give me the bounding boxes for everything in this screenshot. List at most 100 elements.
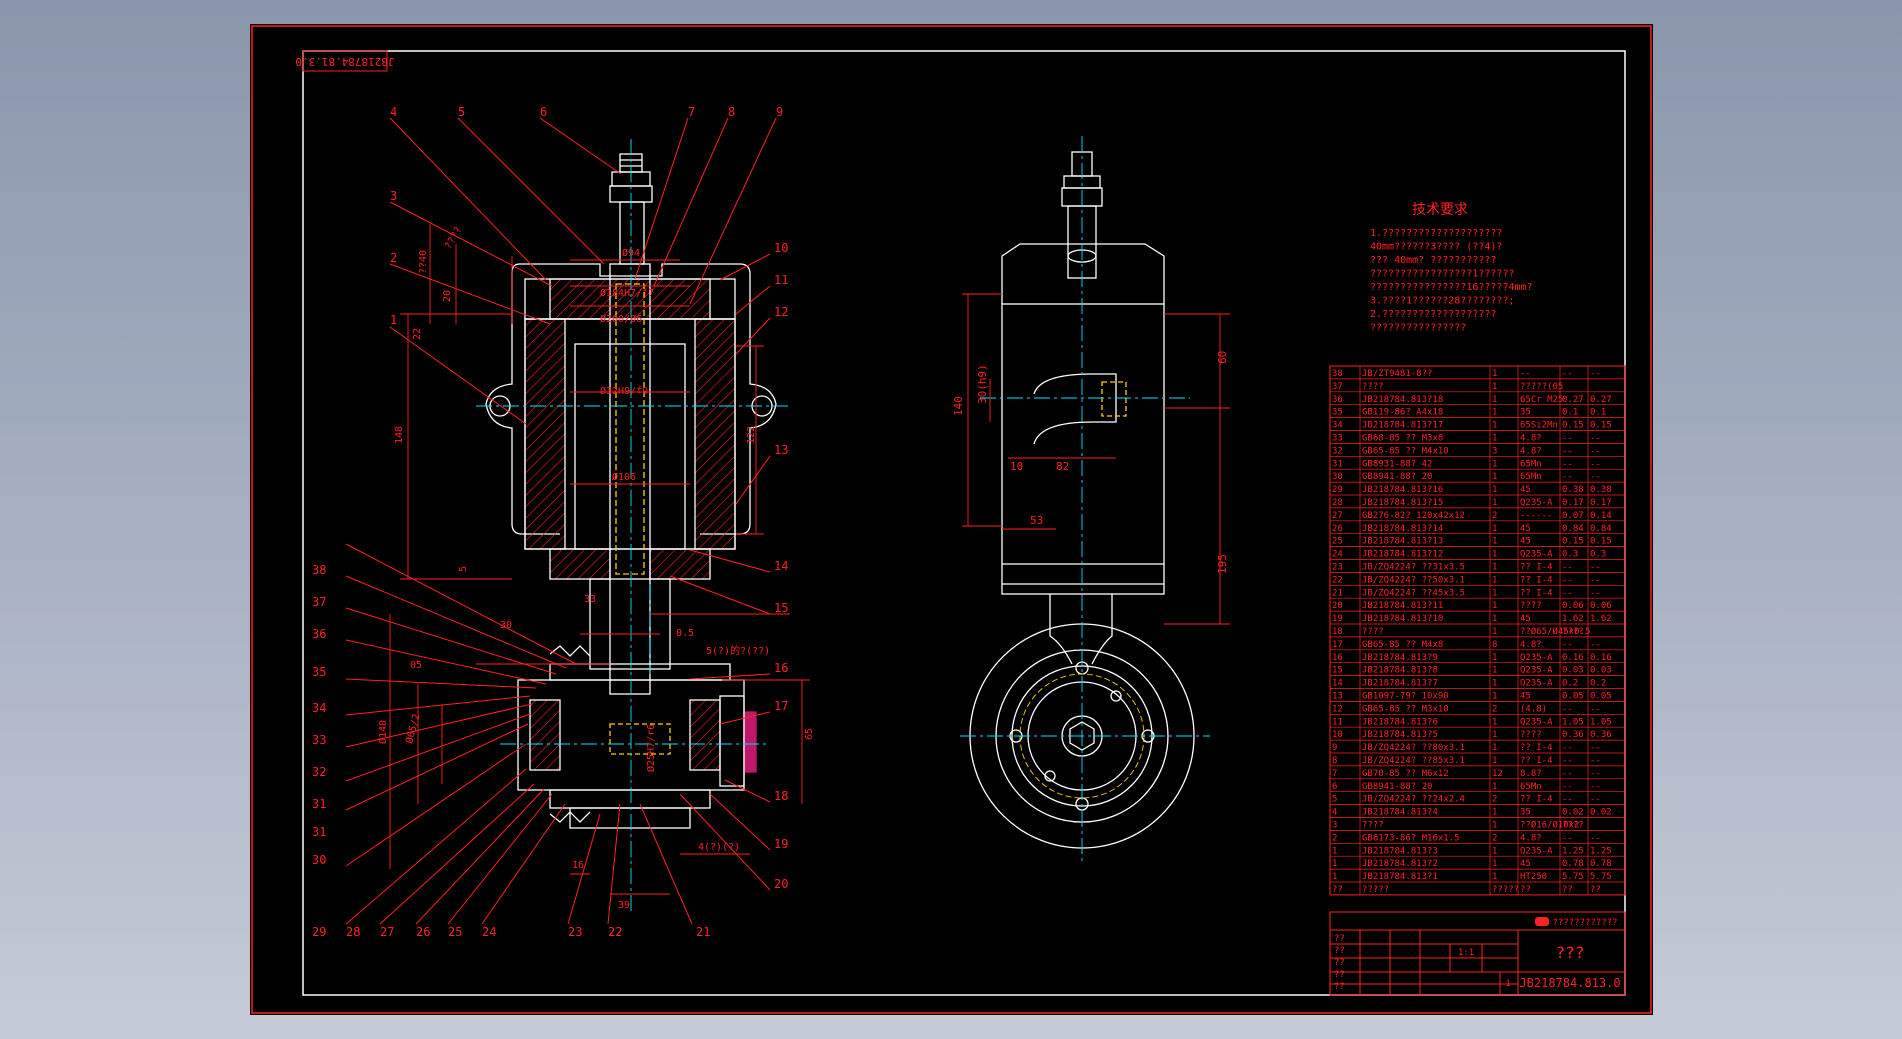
bom-cell: 65Cr M25 (1520, 395, 1563, 405)
bom-cell: 38 (1332, 369, 1343, 379)
drawing-sheet[interactable]: JB218784.81.3.0 (250, 24, 1653, 1015)
callout-30: 30 (312, 853, 326, 867)
bom-cell: -- (1562, 563, 1573, 573)
bom-cell: 1 (1332, 846, 1337, 856)
bom-cell: 12 (1332, 704, 1343, 714)
bom-cell: GB1097-79? 10x90 (1362, 692, 1449, 702)
callout-15: 15 (774, 601, 788, 615)
bom-cell: 45 (1520, 859, 1531, 869)
bom-cell: 1 (1492, 369, 1497, 379)
bom-cell: JB218784.813?7 (1362, 679, 1438, 689)
bom-cell: ?? I-4 (1520, 756, 1553, 766)
bom-cell: GB65-85 ?? M4x10 (1362, 446, 1449, 456)
bom-cell: -- (1590, 434, 1601, 444)
bom-cell: 1 (1492, 408, 1497, 418)
bom-cell: 1 (1492, 653, 1497, 663)
bom-cell: -- (1590, 756, 1601, 766)
bom-cell: 0.36 (1562, 730, 1584, 740)
dimension-left-19: 65 (804, 728, 815, 740)
bom-cell: 1 (1492, 537, 1497, 547)
bom-cell: 0.15 (1562, 421, 1584, 431)
bom-cell: Q235-A (1520, 679, 1553, 689)
bom-cell: 65Mn (1520, 782, 1542, 792)
dimension-left-23: Ø25H7/r6 (645, 724, 657, 772)
callout-33: 33 (312, 733, 326, 747)
bom-cell: -- (1562, 472, 1573, 482)
bom-cell: 4 (1332, 808, 1337, 818)
bom-cell: ------ (1520, 511, 1553, 521)
bom-cell: 1 (1492, 627, 1497, 637)
bom-cell: 31 (1332, 459, 1343, 469)
dimension-right-1: 30(h9) (976, 364, 989, 404)
bom-cell: -- (1590, 472, 1601, 482)
bom-cell: 3 (1332, 821, 1337, 831)
bom-cell: 0.84 (1590, 524, 1612, 534)
bom-cell: 2 (1492, 833, 1497, 843)
dimension-right-6: 195 (1216, 554, 1229, 574)
tech-requirement-line: 3.????1??????28????????; (1370, 296, 1515, 307)
bom-cell: ???? (1562, 821, 1584, 831)
bom-cell: 1.25 (1590, 846, 1612, 856)
bom-cell: 2 (1332, 833, 1337, 843)
bom-cell: -- (1562, 575, 1573, 585)
bom-cell: 0.16 (1562, 653, 1584, 663)
tech-requirement-line: ?????????????????1?????? (1370, 269, 1515, 280)
callout-32: 32 (312, 765, 326, 779)
dimension-left-17: 0.5 (676, 628, 694, 639)
tech-requirement-line: 2.??????????????????? (1370, 309, 1496, 320)
bom-cell: JB218784.813?2 (1362, 859, 1438, 869)
right-dimension-lines (962, 293, 1230, 625)
dimension-left-11: 5 (458, 566, 469, 572)
tech-requirement-line: ???????????????? (1370, 323, 1466, 334)
bom-cell: JB/ZT9481-8?? (1362, 369, 1432, 379)
bom-cell: 1 (1332, 859, 1337, 869)
bom-cell: 1.62 (1562, 614, 1584, 624)
bom-cell: GB8931-88? 42 (1362, 459, 1432, 469)
bom-cell: 0.16 (1590, 653, 1612, 663)
callout-37: 37 (312, 595, 326, 609)
bom-cell: 0.3 (1590, 550, 1606, 560)
dimension-left-13: 30 (500, 620, 512, 631)
title-block-row-label: ?? (1334, 946, 1345, 956)
bom-cell: JB218784.813?3 (1362, 846, 1438, 856)
bom-cell: GB65-85 ?? M3x10 (1362, 704, 1449, 714)
bom-cell: JB218784.813?14 (1362, 524, 1443, 534)
bom-cell: 1 (1492, 666, 1497, 676)
bom-cell: 5 (1332, 795, 1337, 805)
callout-25: 25 (448, 925, 462, 939)
title-block-row-label: ?? (1334, 970, 1345, 980)
title-block-left-rows: ?????????? (1334, 934, 1345, 992)
bom-cell: -- (1590, 575, 1601, 585)
bom-cell: JB/ZQ4224? ??50x3.1 (1362, 575, 1465, 585)
bom-cell: 1 (1492, 692, 1497, 702)
bom-cell: JB218784.813?17 (1362, 421, 1443, 431)
bom-header-cell: ?? (1590, 885, 1601, 895)
dimension-left-1: ???? (443, 225, 465, 251)
bom-cell: 4.8? (1520, 446, 1542, 456)
bom-cell: -- (1590, 769, 1601, 779)
right-centerlines (960, 136, 1210, 864)
bom-cell: 23 (1332, 563, 1343, 573)
bom-cell: 34 (1332, 421, 1343, 431)
dimension-left-16: Ø65/2 (403, 713, 422, 745)
bom-cell: -- (1562, 782, 1573, 792)
bom-cell: -- (1562, 833, 1573, 843)
bom-cell: 0.27 (1590, 395, 1612, 405)
bom-cell: ??Ø16/Ø10x2 (1520, 820, 1580, 831)
bom-cell: Q235-A (1520, 550, 1553, 560)
callout-29: 29 (312, 925, 326, 939)
bom-cell: ???? (1562, 627, 1584, 637)
bom-cell: JB218784.813?5 (1362, 730, 1438, 740)
bom-cell: GB276-82? 120x42x12 (1362, 511, 1465, 521)
dimension-left-21: 16 (572, 860, 584, 871)
callout-9: 9 (776, 105, 783, 119)
bom-cell: 0.15 (1590, 421, 1612, 431)
bom-frame (1329, 365, 1626, 896)
bom-cell: 21 (1332, 588, 1343, 598)
scale-value: 1:1 (1458, 948, 1474, 958)
callout-31-2: 31 (312, 825, 326, 839)
bom-cell: Q235-A (1520, 846, 1553, 856)
title-block-row-label: ?? (1334, 958, 1345, 968)
